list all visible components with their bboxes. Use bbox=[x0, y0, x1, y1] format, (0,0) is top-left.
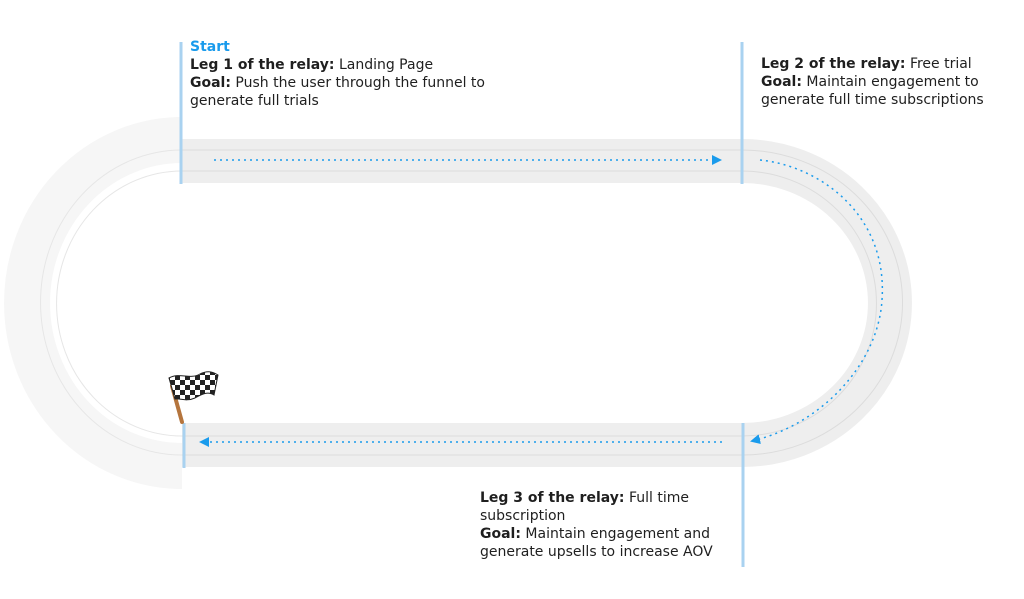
lane-line bbox=[56, 170, 183, 437]
leg-2-name: Free trial bbox=[909, 56, 972, 72]
checkered-flag-icon bbox=[168, 371, 219, 424]
leg-3-title: Leg 3 of the relay: bbox=[480, 490, 625, 506]
start-label: Start bbox=[190, 39, 230, 55]
track-left-bend bbox=[4, 117, 183, 489]
leg-2-caption: Leg 2 of the relay: Free trial Goal: Mai… bbox=[761, 55, 1011, 109]
leg-1-name: Landing Page bbox=[338, 57, 434, 73]
leg-3-caption: Leg 3 of the relay: Full time subscripti… bbox=[480, 489, 730, 561]
leg-2-goal: Maintain engagement to generate full tim… bbox=[761, 74, 984, 108]
leg-2-goal-label: Goal: bbox=[761, 74, 802, 90]
leg-1-title: Leg 1 of the relay: bbox=[190, 57, 335, 73]
lane-line bbox=[40, 149, 183, 456]
track-right-bend bbox=[741, 139, 912, 467]
lane-line bbox=[182, 149, 904, 456]
lane-line bbox=[182, 170, 878, 437]
leg-1-caption: Start Leg 1 of the relay: Landing Page G… bbox=[190, 38, 520, 110]
leg-3-goal: Maintain engagement and generate upsells… bbox=[480, 526, 713, 560]
leg-2-title: Leg 2 of the relay: bbox=[761, 56, 906, 72]
leg-1-goal: Push the user through the funnel to gene… bbox=[190, 75, 485, 109]
route-arrow-leg-2 bbox=[750, 159, 884, 445]
leg-3-name: Full time subscription bbox=[480, 490, 689, 524]
leg-1-goal-label: Goal: bbox=[190, 75, 231, 91]
leg-3-goal-label: Goal: bbox=[480, 526, 521, 542]
